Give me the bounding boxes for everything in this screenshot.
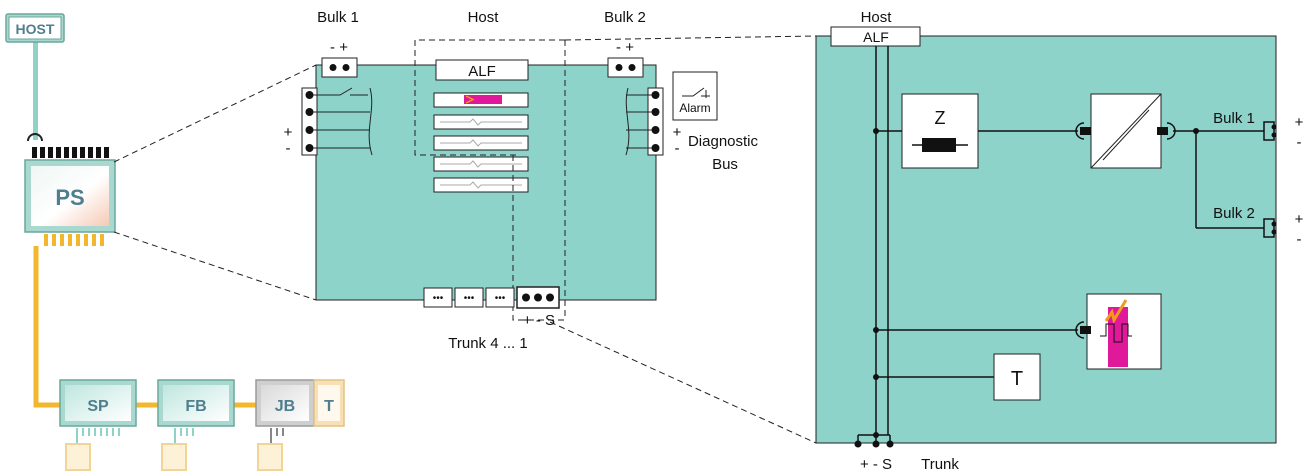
bulk2-plus: + [1295, 211, 1304, 228]
trunk-bus-line [33, 246, 256, 408]
bulk1-plus: + [1295, 114, 1304, 131]
host-badge: HOST [5, 13, 65, 43]
zoom-lines-ps [113, 64, 317, 301]
ps-top-pins [32, 147, 109, 158]
trunk-connectors: ••• ••• ••• [423, 286, 560, 309]
power-supply-box: PS [24, 159, 116, 233]
trunk-pins-label: + - S [523, 312, 555, 329]
power-supply-label: PS [55, 185, 84, 210]
module-alf-connector: ALF [435, 59, 529, 81]
device-sp-label: SP [87, 398, 109, 415]
bulk2-polarity: - + [616, 39, 634, 56]
device-jb-label: JB [275, 398, 295, 415]
bulk1-terminal [321, 57, 358, 78]
right-plus: + [673, 124, 682, 141]
module-host-label: Host [468, 9, 500, 26]
trunk-range-label: Trunk 4 ... 1 [448, 335, 527, 352]
module-bulk1-label: Bulk 1 [317, 9, 359, 26]
left-plus: + [284, 124, 293, 141]
schematic-alf-label: ALF [863, 29, 889, 45]
diagnostic-label: Diagnostic [688, 133, 759, 150]
alarm-label: Alarm [679, 101, 710, 115]
host-link-hook [27, 133, 43, 142]
bulk1-minus: - [1297, 134, 1302, 151]
schematic-nodes [854, 128, 1199, 448]
active-slot-marker [464, 95, 502, 104]
module-slots [433, 92, 529, 193]
device-terminator: T [313, 379, 345, 427]
left-contact-strip: + - [284, 87, 373, 157]
schematic-board [815, 35, 1277, 444]
zoom-lines-detail [549, 35, 817, 444]
device-fb: FB [157, 379, 235, 471]
schematic-host-label: Host [861, 9, 893, 26]
device-jb: JB [255, 379, 315, 471]
converter-block [1075, 93, 1176, 169]
impedance-label: Z [935, 108, 946, 128]
svg-text:•••: ••• [495, 293, 506, 304]
svg-text:•••: ••• [433, 293, 444, 304]
alarm-box: Alarm [672, 71, 718, 121]
schematic-bulk2-label: Bulk 2 [1213, 205, 1255, 222]
terminator-label: T [1011, 368, 1023, 390]
topology-overview: HOST PS SP [5, 13, 345, 471]
host-badge-label: HOST [16, 21, 55, 37]
power-module: Bulk 1 Host Bulk 2 - + - + ALF [284, 9, 759, 352]
impedance-block: Z [901, 93, 979, 169]
bulk-outputs: Bulk 1 + - Bulk 2 + - [1213, 110, 1303, 248]
schematic-bulk1-label: Bulk 1 [1213, 110, 1255, 127]
left-minus: - [286, 140, 291, 157]
diagnostic-block [1075, 293, 1162, 370]
module-bulk2-label: Bulk 2 [604, 9, 646, 26]
host-link-line [33, 42, 38, 140]
diagnostic-bus-label: Bus [712, 156, 738, 173]
schematic-trunk-label: Trunk [921, 456, 959, 473]
ps-bottom-pins [44, 234, 104, 246]
bulk1-polarity: - + [330, 39, 348, 56]
module-alf-label: ALF [468, 63, 496, 80]
terminator-block: T [993, 353, 1041, 401]
svg-text:•••: ••• [464, 293, 475, 304]
schematic-detail: Host ALF [815, 9, 1304, 473]
bulk2-minus: - [1297, 231, 1302, 248]
device-sp: SP [59, 379, 137, 471]
host-dashed-region [414, 39, 566, 321]
device-terminator-label: T [324, 398, 334, 415]
right-contact-strip: + - [625, 87, 682, 157]
schematic-trunk-pins: + - S [860, 456, 892, 473]
device-fb-label: FB [185, 398, 206, 415]
bulk2-terminal [607, 57, 644, 78]
schematic-alf-connector: ALF [830, 26, 921, 47]
right-minus: - [675, 140, 680, 157]
